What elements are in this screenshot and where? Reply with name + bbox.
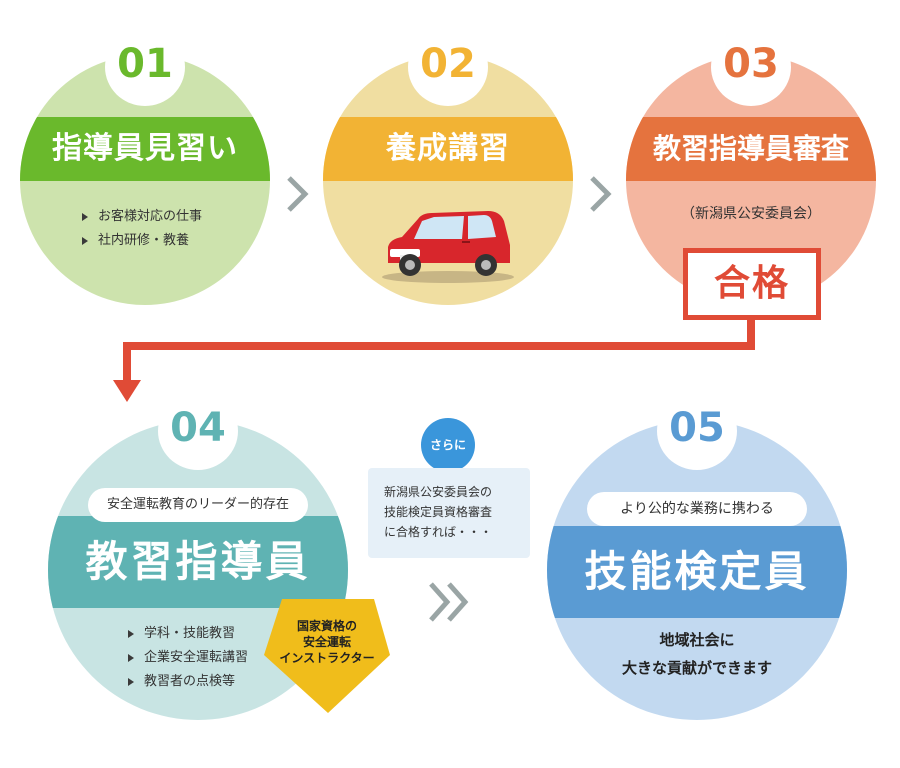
step2-number-tab: 02 [408, 28, 488, 106]
step5-title: 技能検定員 [584, 547, 810, 596]
step4-title-band: 教習指導員 [48, 516, 348, 608]
moreover-note: 新潟県公安委員会の 技能検定員資格審査 に合格すれば・・・ [368, 468, 530, 558]
triangle-bullet-icon [128, 653, 134, 662]
step3-number-tab: 03 [711, 28, 791, 106]
car-icon [382, 211, 514, 283]
step1-title-band: 指導員見習い [20, 117, 270, 181]
step3-number: 03 [723, 41, 779, 87]
step5-pill: より公的な業務に携わる [587, 492, 807, 526]
step2-title-band: 養成講習 [323, 117, 573, 181]
step5-number-tab: 05 [657, 392, 737, 470]
triangle-bullet-icon [128, 677, 134, 686]
badge-shape [264, 599, 390, 713]
step5-circle: 技能検定員 地域社会に 大きな貢献ができます [547, 420, 847, 720]
list-item: 教習者の点検等 [128, 670, 248, 694]
step3-title-band: 教習指導員審査 [626, 117, 876, 181]
step1-bullets: お客様対応の仕事 社内研修・教養 [82, 205, 202, 253]
list-item: 学科・技能教習 [128, 622, 248, 646]
step5-number: 05 [669, 405, 725, 451]
triangle-bullet-icon [82, 212, 88, 221]
step2-number: 02 [420, 41, 476, 87]
step3-title: 教習指導員審査 [652, 132, 849, 165]
step2-title: 養成講習 [386, 131, 510, 166]
pass-label: 合格 [713, 263, 790, 304]
double-chevron-icon [429, 582, 469, 622]
step3-subtitle: （新潟県公安委員会） [681, 206, 821, 222]
step4-number-tab: 04 [158, 392, 238, 470]
step4-number: 04 [170, 405, 226, 451]
list-item: 企業安全運転講習 [128, 646, 248, 670]
step1-number: 01 [117, 41, 173, 87]
triangle-bullet-icon [82, 236, 88, 245]
step5-description: 地域社会に 大きな貢献ができます [621, 631, 772, 677]
step4-bullets: 学科・技能教習 企業安全運転講習 教習者の点検等 [128, 622, 248, 694]
step2-circle: 養成講習 [323, 55, 573, 305]
chevron-right-icon [590, 176, 612, 212]
moreover-bubble: さらに [421, 418, 475, 472]
chevron-right-icon [287, 176, 309, 212]
triangle-bullet-icon [128, 629, 134, 638]
national-qualification-badge: 国家資格の 安全運転 インストラクター [279, 619, 375, 665]
list-item: 社内研修・教養 [82, 229, 202, 253]
step5-title-band: 技能検定員 [547, 526, 847, 618]
step4-circle: 教習指導員 学科・技能教習 企業安全運転講習 教習者の点検等 [48, 420, 348, 720]
step1-number-tab: 01 [105, 28, 185, 106]
pass-box: 合格 [683, 248, 821, 320]
step1-title: 指導員見習い [52, 131, 238, 166]
step4-pill: 安全運転教育のリーダー的存在 [88, 488, 308, 522]
list-item: お客様対応の仕事 [82, 205, 202, 229]
step4-title: 教習指導員 [85, 537, 311, 586]
